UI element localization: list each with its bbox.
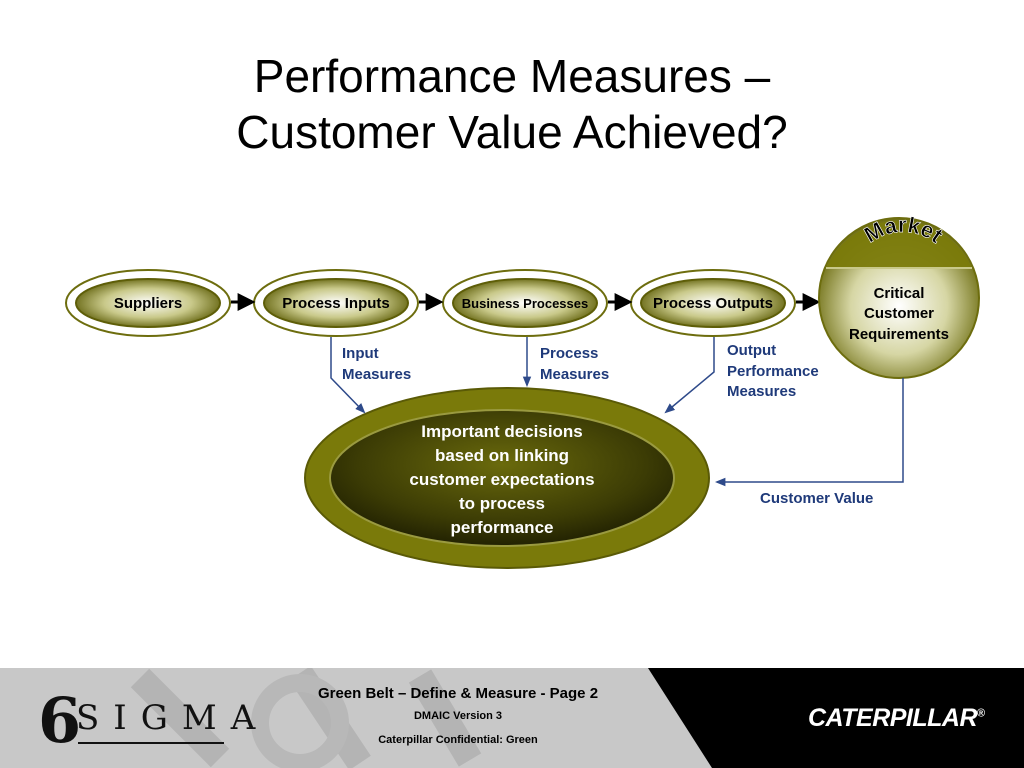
caterpillar-logo-text: CATERPILLAR (808, 704, 978, 732)
node-process-outputs-label: Process Outputs (653, 295, 773, 312)
input-measures-label-1: Input (342, 345, 379, 362)
center-text-line-4: to process (459, 494, 545, 513)
slide-title: Performance Measures – Customer Value Ac… (0, 48, 1024, 160)
market-requirements-line-3: Requirements (849, 326, 949, 343)
input-measures-label-2: Measures (342, 366, 411, 383)
footer-background (0, 668, 1024, 768)
customer-value-connector (714, 378, 904, 487)
customer-value-label: Customer Value (760, 490, 873, 507)
process-measures-label-2: Measures (540, 366, 609, 383)
center-decision-ellipse: Important decisions based on linking cus… (304, 387, 710, 569)
node-business-processes-label: Business Processes (462, 296, 588, 311)
six-sigma-logo-underline (78, 742, 224, 744)
node-suppliers: Suppliers (65, 269, 231, 337)
footer-confidentiality: Caterpillar Confidential: Green (378, 734, 538, 746)
caterpillar-registered-mark: ® (977, 707, 985, 720)
output-measures-label-1: Output (727, 342, 776, 359)
output-measures-connector (664, 337, 715, 414)
six-sigma-logo-number: 6 (38, 684, 82, 757)
center-text-line-3: customer expectations (409, 470, 594, 489)
process-measures-label-1: Process (540, 345, 598, 362)
footer-page-label: Green Belt – Define & Measure - Page 2 (317, 685, 599, 702)
center-text-line-1: Important decisions (421, 422, 583, 441)
center-text-line-2: based on linking (435, 446, 569, 465)
six-sigma-logo-word: SIGMA (76, 698, 270, 738)
market-circle: Market Critical Customer Requirements (818, 212, 980, 379)
node-business-processes: Business Processes (442, 269, 608, 337)
footer-version: DMAIC Version 3 (413, 710, 503, 722)
output-measures-label-3: Measures (727, 383, 796, 400)
node-process-inputs-label: Process Inputs (282, 295, 390, 312)
footer-bar: 6 SIGMA Green Belt – Define & Measure - … (0, 668, 1024, 768)
market-requirements-line-2: Customer (864, 305, 934, 322)
market-requirements-line-1: Critical (874, 285, 925, 302)
output-measures-label-2: Performance (727, 363, 819, 380)
title-line-2: Customer Value Achieved? (236, 106, 788, 158)
title-line-1: Performance Measures – (253, 50, 771, 102)
center-text-line-5: performance (451, 518, 554, 537)
node-process-outputs: Process Outputs (630, 269, 796, 337)
caterpillar-logo: CATERPILLAR® (808, 704, 985, 733)
node-process-inputs: Process Inputs (253, 269, 419, 337)
node-suppliers-label: Suppliers (114, 295, 182, 312)
input-measures-connector (330, 337, 366, 414)
